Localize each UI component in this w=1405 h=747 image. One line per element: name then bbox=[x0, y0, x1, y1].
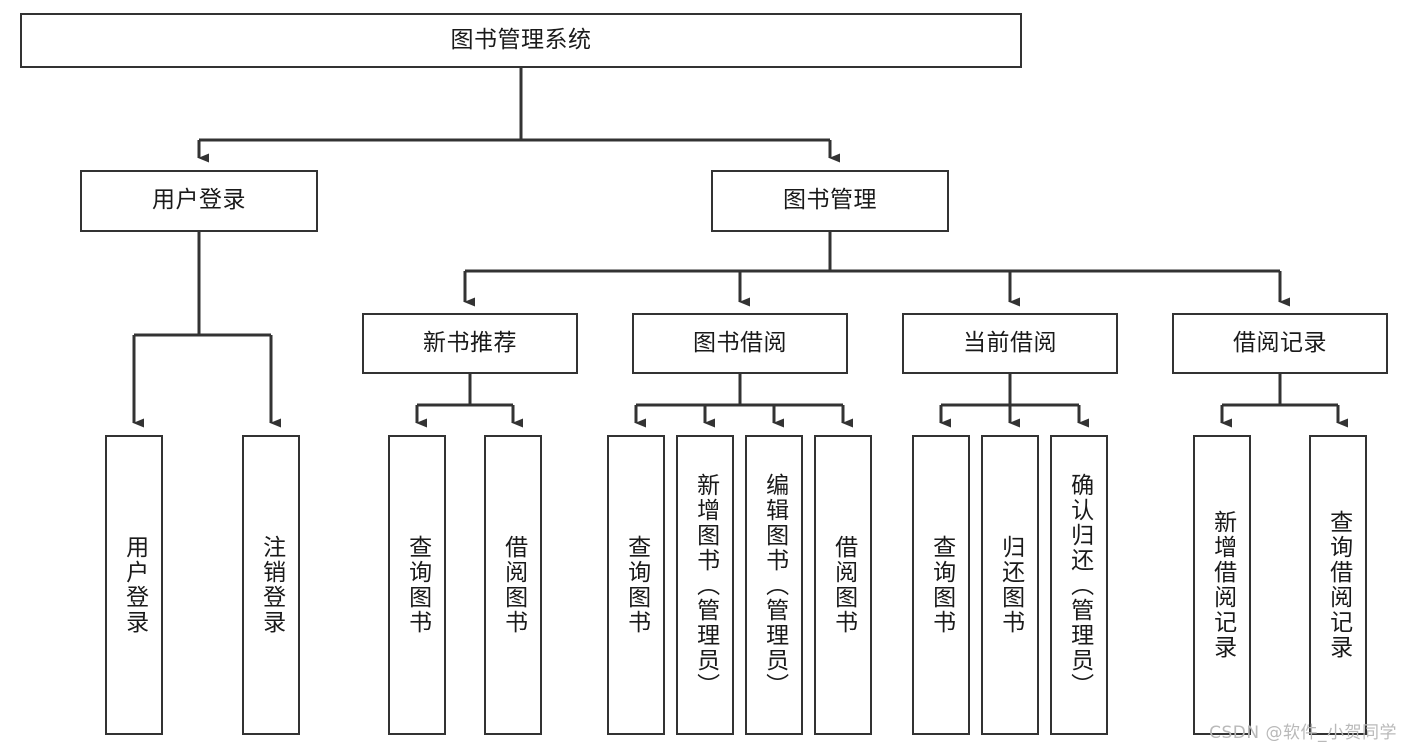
leaf-user-login-logout[interactable]: 注销登录 bbox=[242, 435, 300, 735]
leaf-current-borrow-confirm-return-admin[interactable]: 确认归还（管理员） bbox=[1050, 435, 1108, 735]
leaf-borrow-record-query-record[interactable]: 查询借阅记录 bbox=[1309, 435, 1367, 735]
leaf-borrow-record-add-record[interactable]: 新增借阅记录 bbox=[1193, 435, 1251, 735]
leaf-current-borrow-return-books[interactable]: 归还图书 bbox=[981, 435, 1039, 735]
node-book-borrowing[interactable]: 图书借阅 bbox=[632, 313, 848, 374]
leaf-book-borrow-edit-book-admin[interactable]: 编辑图书（管理员） bbox=[745, 435, 803, 735]
node-label: 借阅图书 bbox=[500, 535, 527, 635]
node-label: 确认归还（管理员） bbox=[1066, 472, 1093, 698]
node-borrowing-records[interactable]: 借阅记录 bbox=[1172, 313, 1388, 374]
node-label: 查询图书 bbox=[928, 535, 955, 635]
leaf-current-borrow-query-books[interactable]: 查询图书 bbox=[912, 435, 970, 735]
leaf-book-borrow-query-books[interactable]: 查询图书 bbox=[607, 435, 665, 735]
leaf-book-borrow-add-book-admin[interactable]: 新增图书（管理员） bbox=[676, 435, 734, 735]
node-label: 新增图书（管理员） bbox=[692, 472, 719, 698]
node-label: 借阅图书 bbox=[830, 535, 857, 635]
node-new-book-recommendation[interactable]: 新书推荐 bbox=[362, 313, 578, 374]
leaf-book-borrow-borrow-books[interactable]: 借阅图书 bbox=[814, 435, 872, 735]
node-label: 当前借阅 bbox=[963, 329, 1057, 356]
node-label: 新增借阅记录 bbox=[1209, 510, 1236, 660]
node-root-book-management-system[interactable]: 图书管理系统 bbox=[20, 13, 1022, 68]
node-label: 图书管理 bbox=[783, 187, 877, 214]
watermark-text: CSDN @软件_小贺同学 bbox=[1209, 723, 1397, 743]
leaf-new-book-query-books[interactable]: 查询图书 bbox=[388, 435, 446, 735]
node-label: 归还图书 bbox=[997, 535, 1024, 635]
node-label: 新书推荐 bbox=[423, 329, 517, 356]
node-label: 注销登录 bbox=[258, 535, 285, 635]
node-label: 查询图书 bbox=[623, 535, 650, 635]
node-label: 查询图书 bbox=[404, 535, 431, 635]
node-current-borrowing[interactable]: 当前借阅 bbox=[902, 313, 1118, 374]
node-label: 用户登录 bbox=[152, 187, 246, 214]
node-label: 借阅记录 bbox=[1233, 329, 1327, 356]
node-label: 图书借阅 bbox=[693, 329, 787, 356]
node-label: 编辑图书（管理员） bbox=[761, 472, 788, 698]
node-user-login[interactable]: 用户登录 bbox=[80, 170, 318, 232]
node-label: 用户登录 bbox=[121, 535, 148, 635]
node-label: 图书管理系统 bbox=[450, 26, 592, 53]
node-book-management[interactable]: 图书管理 bbox=[711, 170, 949, 232]
node-label: 查询借阅记录 bbox=[1325, 510, 1352, 660]
leaf-user-login-login[interactable]: 用户登录 bbox=[105, 435, 163, 735]
leaf-new-book-borrow-books[interactable]: 借阅图书 bbox=[484, 435, 542, 735]
